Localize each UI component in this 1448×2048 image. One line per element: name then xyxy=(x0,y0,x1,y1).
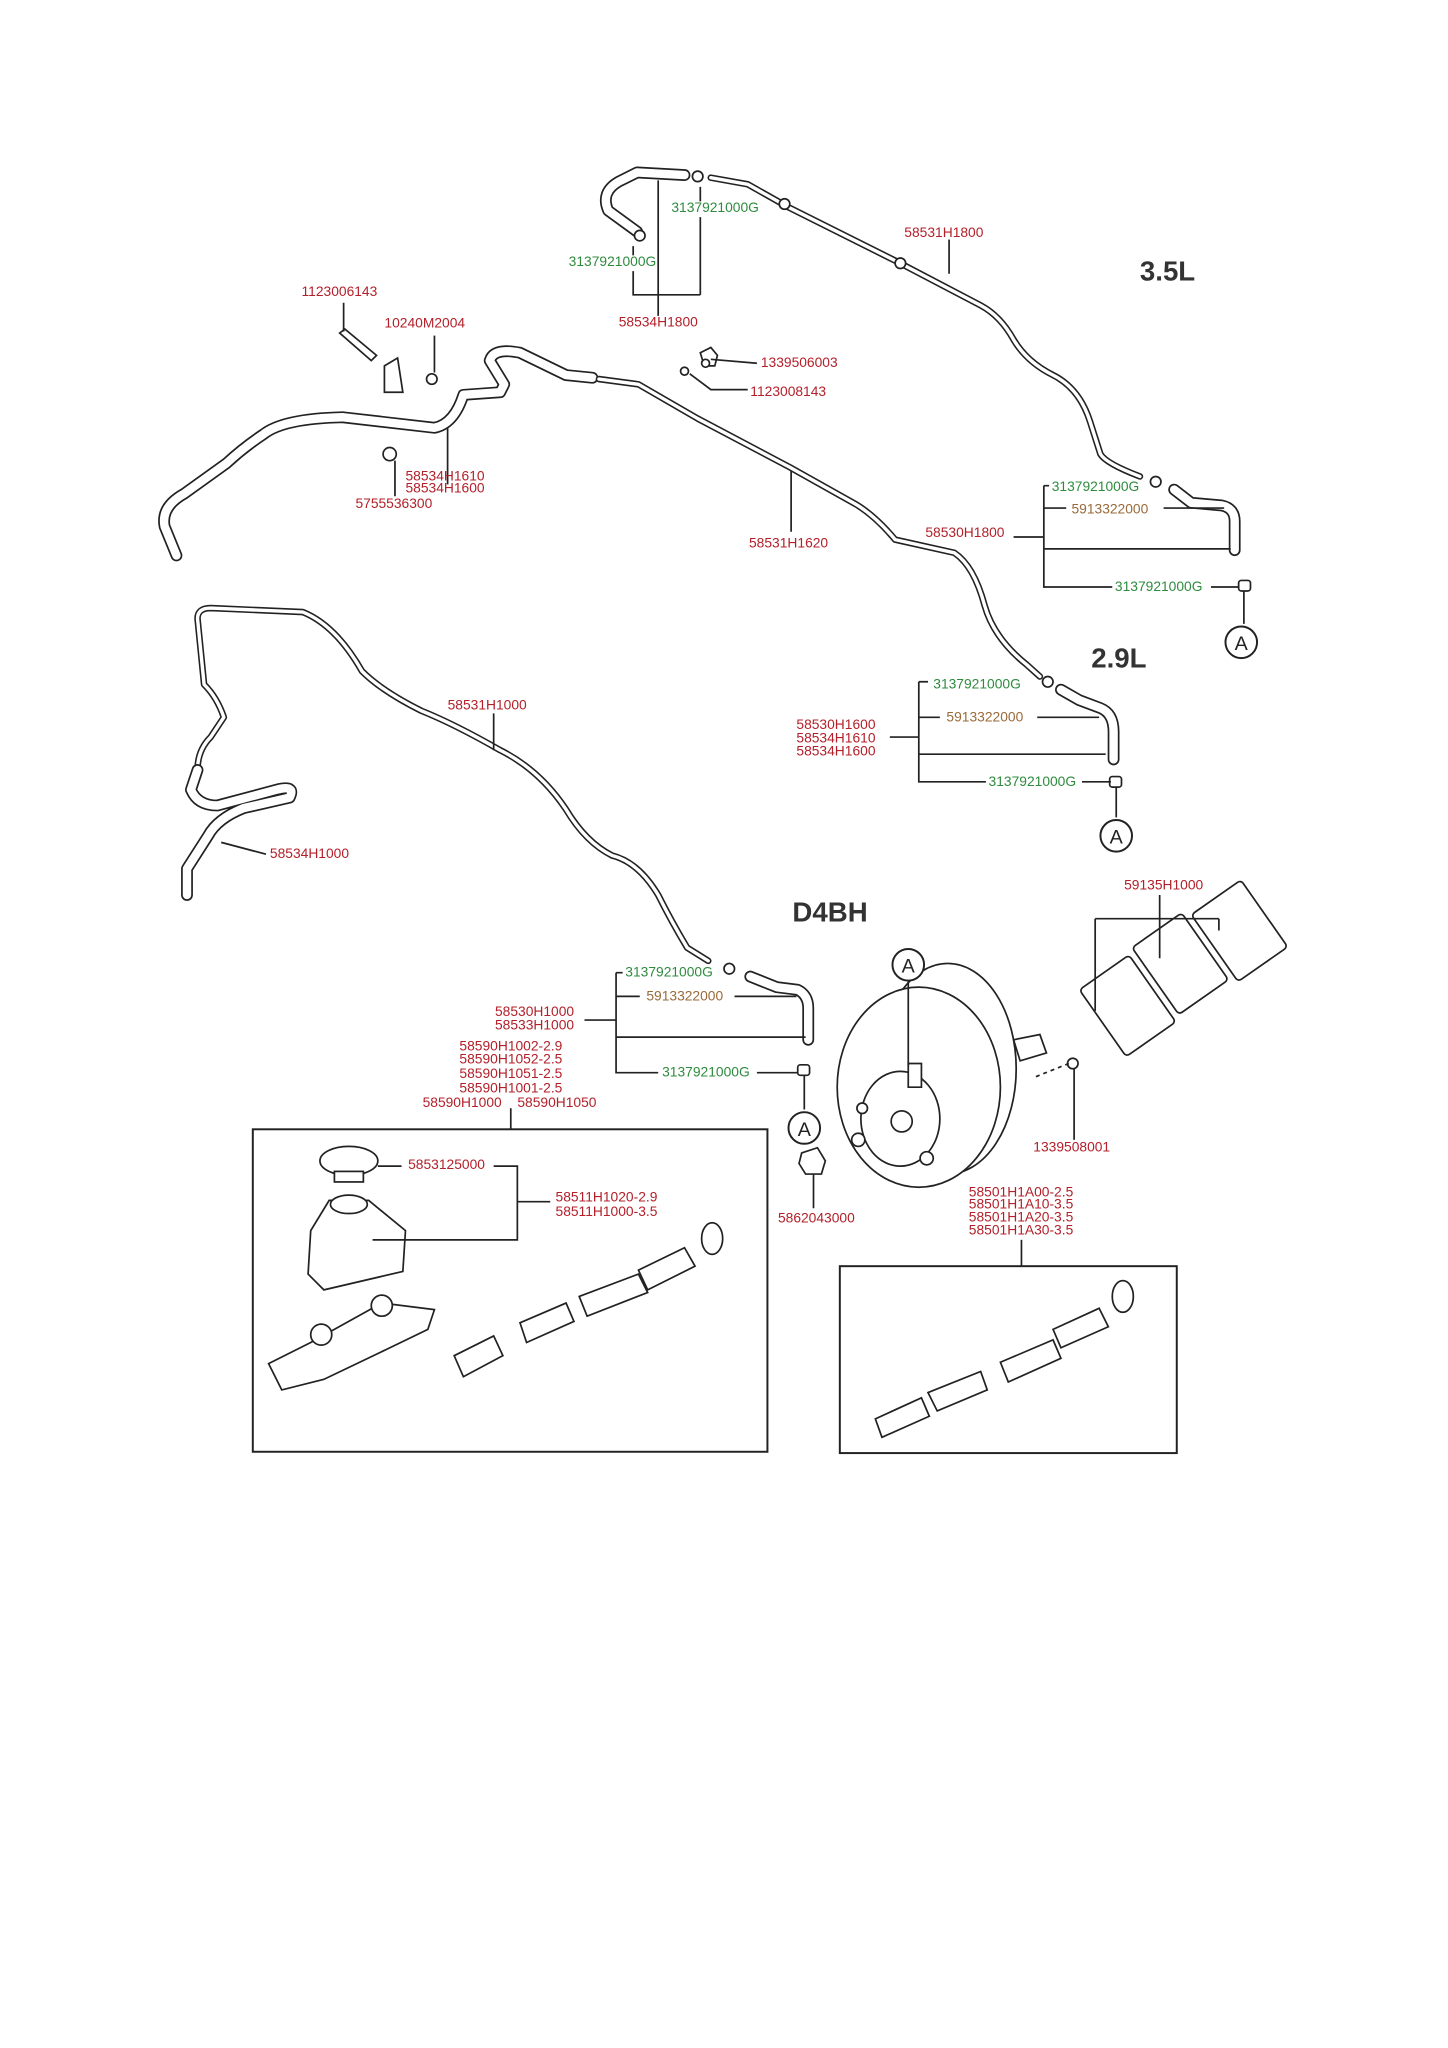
part-number[interactable]: 3137921000G xyxy=(671,199,759,215)
clip-icon xyxy=(1041,675,1054,688)
clip-icon xyxy=(723,962,736,975)
part-number[interactable]: 58511H1020-2.9 xyxy=(556,1189,658,1205)
part-number[interactable]: 5862043000 xyxy=(778,1210,855,1226)
part-number[interactable]: 58531H1000 xyxy=(448,696,527,712)
part-number[interactable]: 59135H1000 xyxy=(1124,877,1203,893)
vacuum-pipe-d4bh xyxy=(181,604,815,1077)
callout-a-booster: A xyxy=(891,947,926,982)
part-number[interactable]: 58511H1000-3.5 xyxy=(556,1203,658,1219)
part-number[interactable]: 58590H1051-2.5 xyxy=(459,1065,562,1081)
svg-text:A: A xyxy=(1235,633,1249,655)
clip-icon xyxy=(382,446,398,462)
booster-nut-icon xyxy=(1066,1057,1079,1070)
master-cylinder xyxy=(267,1145,724,1391)
bracket-icon xyxy=(383,356,404,394)
part-number[interactable]: 58533H1000 xyxy=(495,1016,574,1032)
part-number[interactable]: 3137921000G xyxy=(625,964,713,980)
part-number[interactable]: 58530H1000 xyxy=(495,1003,574,1019)
callout-a-29: A xyxy=(1099,819,1134,853)
clip-icon xyxy=(425,372,438,386)
part-number[interactable]: 1339506003 xyxy=(761,354,838,370)
part-number[interactable]: 1339508001 xyxy=(1033,1139,1110,1155)
part-number[interactable]: 3137921000G xyxy=(1052,478,1140,494)
part-number[interactable]: 5853125000 xyxy=(408,1156,485,1172)
part-number[interactable]: 58501H1A10-3.5 xyxy=(969,1195,1074,1211)
part-number[interactable]: 1123006143 xyxy=(302,283,378,299)
part-number[interactable]: 58534H1600 xyxy=(405,479,484,495)
part-number[interactable]: 58530H1800 xyxy=(925,524,1004,540)
part-number[interactable]: 58501H1A30-3.5 xyxy=(969,1222,1074,1238)
part-number[interactable]: 3137921000G xyxy=(662,1064,750,1080)
part-number[interactable]: 58590H1001-2.5 xyxy=(459,1079,562,1095)
nut-icon xyxy=(700,358,711,369)
booster-gaskets xyxy=(1080,880,1287,1056)
part-number[interactable]: 58590H1050 xyxy=(517,1094,596,1110)
part-number[interactable]: 5913322000 xyxy=(946,708,1023,724)
part-number[interactable]: 5913322000 xyxy=(1071,500,1148,516)
part-number[interactable]: 3137921000G xyxy=(569,253,657,269)
booster-repair-kit-box xyxy=(838,1265,1178,1455)
vacuum-pipe-3-5l xyxy=(599,166,1252,592)
callout-a-35: A xyxy=(1224,625,1259,660)
check-valve-icon xyxy=(1108,775,1123,788)
part-number[interactable]: 58534H1800 xyxy=(619,313,698,329)
check-valve-icon xyxy=(796,1063,811,1077)
check-valve-icon xyxy=(1237,579,1252,592)
part-number[interactable]: 58534H1610 xyxy=(796,729,875,745)
part-number[interactable]: 3137921000G xyxy=(1115,578,1203,594)
part-number[interactable]: 58501H1A00-2.5 xyxy=(969,1183,1074,1199)
part-number[interactable]: 58534H1000 xyxy=(270,845,349,861)
part-number[interactable]: 58531H1620 xyxy=(749,535,828,551)
part-number[interactable]: 5913322000 xyxy=(646,987,723,1003)
clip-icon xyxy=(1149,475,1162,488)
engine-label-d4bh: D4BH xyxy=(792,896,867,927)
check-valve-fitting-icon xyxy=(798,1146,827,1175)
part-number[interactable]: 58534H1610 xyxy=(405,467,484,483)
part-number[interactable]: 3137921000G xyxy=(933,675,1021,691)
part-number[interactable]: 58590H1000 xyxy=(423,1094,502,1110)
engine-label-2-9l: 2.9L xyxy=(1091,642,1146,673)
part-number[interactable]: 3137921000G xyxy=(989,773,1077,789)
part-number[interactable]: 58501H1A20-3.5 xyxy=(969,1208,1074,1224)
part-number[interactable]: 58590H1052-2.5 xyxy=(459,1050,562,1066)
svg-text:A: A xyxy=(798,1119,812,1141)
svg-text:A: A xyxy=(1110,827,1124,849)
bolt-icon xyxy=(679,366,690,376)
clip-icon xyxy=(633,229,646,242)
booster-repair-kit xyxy=(874,1279,1135,1439)
part-number[interactable]: 58531H1800 xyxy=(904,224,983,240)
part-number[interactable]: 58590H1002-2.9 xyxy=(459,1037,562,1053)
clip-icon xyxy=(691,170,704,183)
part-labels: 1123006143 10240M2004 3137921000G 313792… xyxy=(270,199,1204,1238)
svg-text:A: A xyxy=(902,956,916,978)
reservoir-icon xyxy=(307,1199,407,1291)
part-number[interactable]: 1123008143 xyxy=(750,383,826,399)
brake-booster xyxy=(836,962,1079,1189)
vacuum-pipe-2-9l xyxy=(158,327,1123,788)
callout-a-d4bh: A xyxy=(787,1111,822,1145)
part-number[interactable]: 5755536300 xyxy=(355,495,432,511)
part-number[interactable]: 58534H1600 xyxy=(796,742,875,758)
engine-label-3-5l: 3.5L xyxy=(1140,255,1195,286)
part-number[interactable]: 10240M2004 xyxy=(384,315,465,331)
part-number[interactable]: 58530H1600 xyxy=(796,716,875,732)
